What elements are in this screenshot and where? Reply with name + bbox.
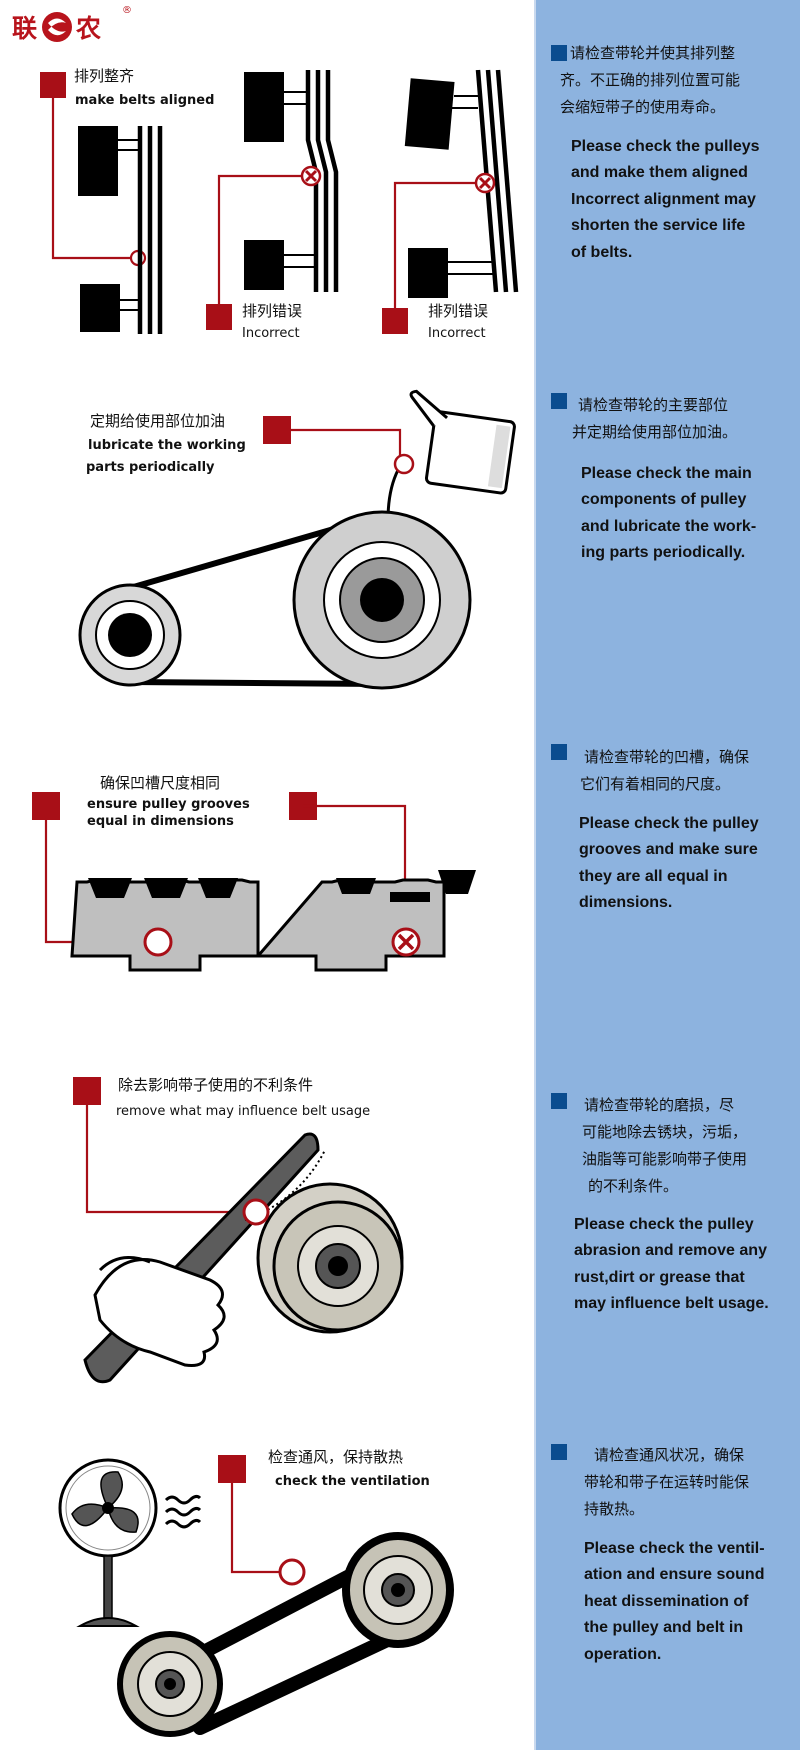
tip-4-en-line: rust,dirt or grease that: [574, 1268, 745, 1286]
tip-2-en-line: Please check the main: [581, 465, 752, 482]
cleaning-illustration: [73, 1077, 404, 1384]
brand-name-part-2: 农: [76, 14, 103, 43]
tip-4-en-line: abrasion and remove any: [574, 1242, 767, 1260]
wrong2-label-en: Incorrect: [428, 326, 486, 341]
vent-marker: [278, 1558, 306, 1586]
ventilation-illustration: [58, 1455, 454, 1737]
grooves-label-cn: 确保凹槽尺度相同: [100, 774, 221, 792]
groove-ok-marker: [143, 927, 173, 957]
tip-4-cn-line: 可能地除去锈块，污垢，: [582, 1123, 748, 1141]
tip-2-cn-line: 请检查带轮的主要部位: [578, 396, 729, 414]
tip-5-en-line: ation and ensure sound: [584, 1566, 765, 1584]
brand-logo: 联 农 ®: [12, 5, 132, 48]
tip-4-en-line: Please check the pulley: [574, 1216, 754, 1233]
wrong1-label-en: Incorrect: [242, 326, 300, 341]
lubrication-illustration: [78, 389, 516, 690]
tip-3-en-line: dimensions.: [579, 894, 673, 912]
aligned-marker: [40, 72, 66, 98]
remove-label-en: remove what may influence belt usage: [116, 1104, 371, 1119]
tip-2-en-line: ing parts periodically.: [581, 544, 746, 562]
tip-5-en-line: the pulley and belt in: [584, 1619, 744, 1637]
grooves-label-en-1: ensure pulley grooves: [87, 797, 250, 812]
tip-2-en: Please check the main components of pull…: [581, 461, 756, 567]
registered-mark: ®: [122, 5, 132, 16]
tip-1-cn: 请检查带轮并使其排列整 齐。不正确的排列位置可能 会缩短带子的使用寿命。: [560, 40, 740, 121]
tip-2-cn: 请检查带轮的主要部位 并定期给使用部位加油。: [572, 392, 737, 446]
tip-1-en-line: and make them aligned: [571, 164, 748, 182]
tip-1-en-line: Please check the pulleys: [571, 138, 760, 155]
tip-4-cn-line: 的不利条件。: [588, 1177, 679, 1195]
tip-1-cn-line: 齐。不正确的排列位置可能: [560, 71, 741, 89]
tip-2-en-line: components of pulley: [581, 491, 747, 509]
remove-label-cn: 除去影响带子使用的不利条件: [118, 1076, 314, 1094]
airflow-icon: [164, 1494, 202, 1529]
tip-bullet-1: [551, 45, 567, 61]
vent-label-cn: 检查通风，保持散热: [268, 1448, 404, 1466]
tip-bullet-4: [551, 1093, 567, 1109]
tip-4-en-line: may influence belt usage.: [574, 1295, 769, 1313]
tip-4-cn-line: 请检查带轮的磨损，尽: [584, 1096, 735, 1114]
lubricate-label-cn: 定期给使用部位加油: [90, 412, 226, 430]
tip-3-en-line: grooves and make sure: [579, 841, 758, 859]
vent-label-en: check the ventilation: [275, 1474, 430, 1489]
tip-1-cn-line: 会缩短带子的使用寿命。: [560, 98, 726, 116]
grooves-illustration: [32, 792, 476, 972]
clean-marker: [242, 1198, 270, 1226]
tip-5-cn-line: 持散热。: [584, 1500, 645, 1518]
tip-5-en-line: heat dissemination of: [584, 1592, 749, 1610]
wrong-marker-1: [300, 165, 322, 187]
tip-5-cn-line: 带轮和带子在运转时能保: [584, 1473, 750, 1491]
lubricate-label-en-2: parts periodically: [86, 460, 215, 475]
tip-2-cn-line: 并定期给使用部位加油。: [572, 423, 738, 441]
tip-1-en-line: shorten the service life: [571, 217, 746, 235]
tip-3-en-line: they are all equal in: [579, 867, 728, 885]
alignment-illustration: [40, 69, 519, 334]
wrong-marker-2: [474, 172, 496, 194]
tip-bullet-5: [551, 1444, 567, 1460]
lubricate-label-en-1: lubricate the working: [88, 438, 246, 453]
panel-divider: [534, 0, 536, 1750]
tip-5-en-line: operation.: [584, 1645, 662, 1663]
aligned-label-en: make belts aligned: [75, 93, 215, 108]
tip-5-en: Please check the ventil- ation and ensur…: [584, 1536, 765, 1668]
wrong1-label-cn: 排列错误: [242, 302, 303, 320]
instruction-panel: [536, 0, 800, 1750]
tip-3-cn-line: 它们有着相同的尺度。: [580, 775, 731, 793]
brand-name-part-1: 联: [12, 14, 39, 43]
tip-4-en: Please check the pulley abrasion and rem…: [574, 1212, 769, 1318]
tip-3-cn: 请检查带轮的凹槽，确保 它们有着相同的尺度。: [580, 744, 750, 798]
illustrations: [32, 69, 519, 1737]
tip-3-en: Please check the pulley grooves and make…: [579, 811, 759, 917]
tip-4-cn-line: 油脂等可能影响带子使用: [582, 1150, 748, 1168]
tip-5-cn: 请检查通风状况，确保 带轮和带子在运转时能保 持散热。: [584, 1442, 749, 1523]
tip-3-en-line: Please check the pulley: [579, 815, 759, 832]
tip-4-cn: 请检查带轮的磨损，尽 可能地除去锈块，污垢， 油脂等可能影响带子使用 的不利条件…: [582, 1092, 748, 1200]
tip-5-cn-line: 请检查通风状况，确保: [594, 1446, 745, 1464]
tip-5-en-line: Please check the ventil-: [584, 1540, 765, 1557]
tip-1-en-line: of belts.: [571, 243, 633, 261]
tip-1-en: Please check the pulleys and make them a…: [571, 134, 760, 266]
tip-1-en-line: Incorrect alignment may: [571, 190, 756, 208]
logo-mark-icon: [42, 12, 73, 42]
tip-2-en-line: and lubricate the work-: [581, 517, 757, 535]
tip-bullet-3: [551, 744, 567, 760]
tip-3-cn-line: 请检查带轮的凹槽，确保: [584, 748, 750, 766]
wrong2-label-cn: 排列错误: [428, 302, 489, 320]
tip-1-cn-line: 请检查带轮并使其排列整: [570, 44, 736, 62]
aligned-label-cn: 排列整齐: [74, 67, 135, 85]
tip-bullet-2: [551, 393, 567, 409]
grooves-label-en-2: equal in dimensions: [87, 814, 234, 829]
